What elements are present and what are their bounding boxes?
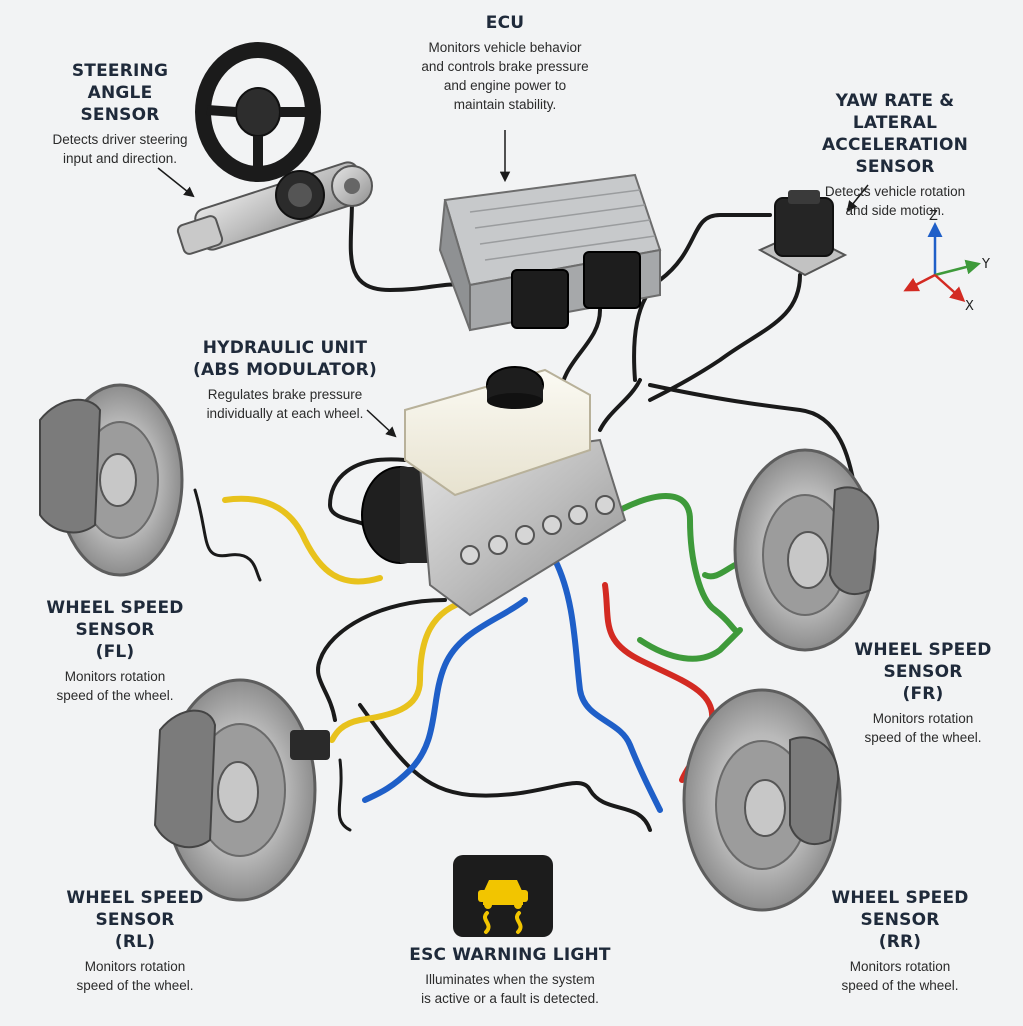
label-wheel-rr: WHEEL SPEED SENSOR (RR) Monitors rotatio… — [805, 887, 995, 995]
brake-line-rl — [329, 597, 473, 743]
leader-arrows — [157, 130, 869, 438]
axis-x-label: X — [965, 299, 974, 314]
ecu-desc-line: and engine power to — [443, 78, 567, 93]
label-esc: ESC WARNING LIGHT Illuminates when the s… — [395, 944, 625, 1008]
fl-desc-line: Monitors rotation — [64, 669, 166, 684]
rl-desc-line: Monitors rotation — [84, 959, 186, 974]
rl-desc: Monitors rotation speed of the wheel. — [40, 957, 230, 995]
steering-wheel-icon — [195, 42, 321, 182]
ecu-desc-line: and controls brake pressure — [421, 59, 589, 74]
label-wheel-rl: WHEEL SPEED SENSOR (RL) Monitors rotatio… — [40, 887, 230, 995]
hydraulic-desc-line: individually at each wheel. — [206, 406, 364, 421]
esc-warning-icon — [453, 855, 553, 937]
label-wheel-fl: WHEEL SPEED SENSOR (FL) Monitors rotatio… — [20, 597, 210, 705]
axis-triad-icon — [903, 222, 981, 302]
wire-hydraulic-fl — [328, 457, 407, 527]
fl-title: WHEEL SPEED SENSOR — [46, 598, 184, 640]
wire-fl-sensor — [193, 488, 262, 582]
fr-desc-line: Monitors rotation — [872, 711, 974, 726]
hydraulic-title: HYDRAULIC UNIT — [202, 338, 368, 358]
fr-title: (FR) — [902, 684, 944, 704]
yaw-desc-line: Detects vehicle rotation — [824, 184, 966, 199]
fl-desc-line: speed of the wheel. — [56, 688, 174, 703]
yaw-title: YAW RATE & — [835, 91, 955, 111]
fr-desc: Monitors rotation speed of the wheel. — [828, 709, 1018, 747]
hydraulic-unit-icon — [361, 366, 627, 617]
ecu-desc: Monitors vehicle behavior and controls b… — [400, 38, 610, 114]
rr-title: WHEEL SPEED SENSOR — [831, 888, 969, 930]
rl-desc-line: speed of the wheel. — [76, 978, 194, 993]
esc-desc: Illuminates when the system is active or… — [395, 970, 625, 1008]
label-steering: STEERING ANGLE SENSOR Detects driver ste… — [40, 60, 200, 168]
steering-title: STEERING ANGLE — [71, 61, 169, 103]
label-yaw: YAW RATE & LATERAL ACCELERATION SENSOR D… — [790, 90, 1000, 220]
steering-desc-line: input and direction. — [62, 151, 178, 166]
brake-line-fr — [617, 493, 738, 633]
brake-line-fl — [222, 495, 383, 585]
brake-line-rr-blue — [552, 557, 663, 813]
brake-line-rl-blue — [362, 597, 528, 803]
ecu-desc-line: Monitors vehicle behavior — [428, 40, 582, 55]
yaw-desc-line: and side motion. — [845, 203, 945, 218]
wire-hydraulic-rl — [316, 598, 447, 722]
rr-title: (RR) — [878, 932, 922, 952]
axis-y-label: Y — [981, 257, 990, 272]
fluid-reservoir — [404, 368, 591, 497]
esc-title: ESC WARNING LIGHT — [409, 945, 611, 965]
fl-desc: Monitors rotation speed of the wheel. — [20, 667, 210, 705]
yaw-desc: Detects vehicle rotation and side motion… — [790, 182, 1000, 220]
steering-assembly — [176, 42, 373, 255]
label-ecu: ECU Monitors vehicle behavior and contro… — [400, 12, 610, 114]
steering-desc: Detects driver steering input and direct… — [40, 130, 200, 168]
rr-desc-line: speed of the wheel. — [841, 978, 959, 993]
ecu-icon — [438, 173, 662, 332]
yaw-title: SENSOR — [855, 157, 935, 177]
wire-junction-hydraulic — [598, 378, 642, 432]
wheel-fr — [733, 448, 880, 652]
esc-desc-line: is active or a fault is detected. — [421, 991, 599, 1006]
rl-title: (RL) — [114, 932, 156, 952]
ecu-desc-line: maintain stability. — [453, 97, 557, 112]
wheel-fl — [39, 383, 184, 577]
yaw-sensor-icon — [757, 190, 848, 277]
ecu-title: ECU — [485, 13, 525, 33]
wiring-harness — [193, 198, 857, 832]
rr-desc: Monitors rotation speed of the wheel. — [805, 957, 995, 995]
rr-desc-line: Monitors rotation — [849, 959, 951, 974]
ecu-connector-2 — [583, 251, 641, 309]
hydraulic-desc: Regulates brake pressure individually at… — [190, 385, 380, 423]
fl-title: (FL) — [95, 642, 135, 662]
label-wheel-fr: WHEEL SPEED SENSOR (FR) Monitors rotatio… — [828, 639, 1018, 747]
steering-title: SENSOR — [80, 105, 160, 125]
brake-line-fr-2 — [637, 627, 743, 662]
esc-desc-line: Illuminates when the system — [425, 972, 595, 987]
steering-desc-line: Detects driver steering — [52, 132, 188, 147]
wheel-rl — [153, 678, 330, 902]
hydraulic-desc-line: Regulates brake pressure — [207, 387, 363, 402]
yaw-title: LATERAL ACCELERATION — [821, 113, 969, 155]
hydraulic-title: (ABS MODULATOR) — [193, 360, 377, 380]
rl-title: WHEEL SPEED SENSOR — [66, 888, 204, 930]
wire-steering-ecu — [348, 198, 472, 292]
wire-yaw-fr — [648, 273, 802, 402]
wheel-rr — [682, 688, 842, 912]
wire-rl-sensor — [337, 758, 352, 832]
wire-hydraulic-rr — [358, 703, 652, 832]
axis-z-label: Z — [929, 209, 938, 224]
label-hydraulic: HYDRAULIC UNIT (ABS MODULATOR) Regulates… — [190, 337, 380, 423]
brake-line-fr-3 — [702, 562, 738, 580]
ecu-connector-1 — [511, 269, 569, 329]
fr-desc-line: speed of the wheel. — [864, 730, 982, 745]
fr-title: WHEEL SPEED SENSOR — [854, 640, 992, 682]
wire-junction-fr — [648, 383, 857, 492]
